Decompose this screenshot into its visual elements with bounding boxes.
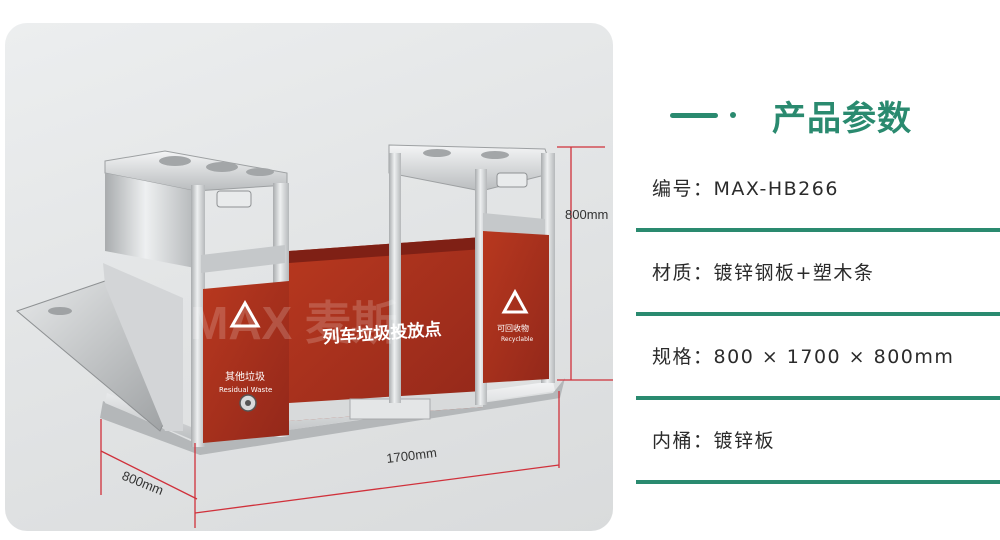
spec-text: 规格：800 × 1700 × 800mm: [652, 342, 954, 369]
divider: [636, 480, 1000, 484]
spec-value: 镀锌板: [713, 430, 776, 452]
right-cabinet-top: [388, 144, 554, 192]
spec-row-model: 编号：MAX-HB266: [636, 150, 1000, 232]
spec-title: 产品参数: [772, 98, 912, 139]
spec-row-inner-bin: 内桶：镀锌板: [636, 402, 1000, 484]
spec-value: 800 × 1700 × 800mm: [713, 346, 955, 368]
left-red-panel: [203, 281, 289, 443]
product-image-panel: MAX 麦斯 其他垃圾 Residual Waste 可回收物 Recyclab…: [5, 23, 613, 531]
brand-watermark: MAX 麦斯: [190, 297, 397, 349]
spec-label: 编号：: [652, 178, 714, 200]
spec-row-material: 材质：镀锌钢板+塑木条: [636, 234, 1000, 316]
spec-section-header: 产品参数: [670, 93, 912, 139]
spec-text: 编号：MAX-HB266: [652, 174, 839, 201]
spec-row-size: 规格：800 × 1700 × 800mm: [636, 318, 1000, 400]
length-dimension: 1700mm: [386, 445, 438, 466]
height-dimension: 800mm: [565, 207, 608, 222]
title-dot-decoration: [730, 112, 736, 118]
recycle-icon: [501, 288, 529, 314]
divider: [636, 396, 1000, 400]
right-bin-sub: Recyclable: [501, 336, 534, 343]
spec-value: MAX-HB266: [713, 178, 839, 200]
recycle-icon: [229, 299, 261, 328]
spec-label: 规格：: [652, 346, 714, 368]
spec-text: 材质：镀锌钢板+塑木条: [652, 258, 874, 285]
trash-bin-illustration: MAX 麦斯 其他垃圾 Residual Waste 可回收物 Recyclab…: [15, 144, 613, 528]
left-bin-sub: Residual Waste: [219, 386, 272, 394]
spec-value: 镀锌钢板+塑木条: [713, 262, 875, 284]
left-bin-label: 其他垃圾: [225, 370, 265, 383]
spec-text: 内桶：镀锌板: [652, 426, 775, 453]
dimension-lines: [100, 146, 613, 528]
divider: [636, 228, 1000, 232]
title-dash-decoration: [670, 112, 718, 118]
spec-label: 材质：: [652, 262, 714, 284]
center-red-panel: [289, 237, 483, 421]
right-red-panel: [483, 231, 549, 383]
divider: [636, 312, 1000, 316]
spec-label: 内桶：: [652, 430, 714, 452]
right-bin-label: 可回收物: [497, 323, 529, 333]
